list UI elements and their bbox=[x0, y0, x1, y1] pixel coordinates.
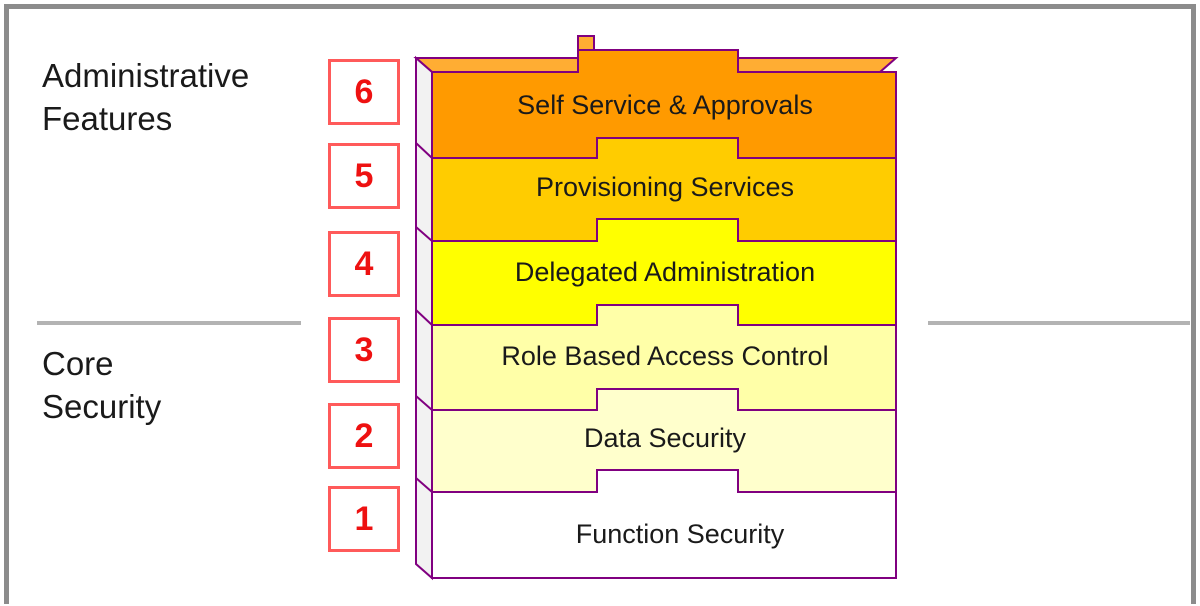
layer-number-4: 4 bbox=[328, 231, 400, 297]
administrative-features-label: Administrative Features bbox=[42, 57, 250, 137]
layer-6: Self Service & Approvals bbox=[431, 49, 897, 159]
stack-side-edges bbox=[415, 142, 433, 493]
layer-2-label: Data Security bbox=[584, 423, 747, 453]
layer-5-label: Provisioning Services bbox=[536, 172, 794, 202]
layer-number-1: 1 bbox=[328, 486, 400, 552]
section-divider-left bbox=[37, 321, 301, 325]
layer-1-block bbox=[431, 469, 897, 579]
core-security-label: Core Security bbox=[42, 345, 162, 425]
layer-2: Data Security bbox=[431, 388, 897, 493]
layer-4-label: Delegated Administration bbox=[515, 257, 815, 287]
layer-number-6: 6 bbox=[328, 59, 400, 125]
layer-6-label: Self Service & Approvals bbox=[517, 90, 813, 120]
layer-1-label: Function Security bbox=[576, 519, 785, 549]
section-divider-right bbox=[928, 321, 1190, 325]
layer-number-3: 3 bbox=[328, 317, 400, 383]
layer-3-label: Role Based Access Control bbox=[501, 341, 828, 371]
layer-number-2: 2 bbox=[328, 403, 400, 469]
layer-5: Provisioning Services bbox=[431, 137, 897, 242]
layer-1: Function Security bbox=[431, 469, 897, 579]
layer-number-5: 5 bbox=[328, 143, 400, 209]
layer-4: Delegated Administration bbox=[431, 218, 897, 326]
